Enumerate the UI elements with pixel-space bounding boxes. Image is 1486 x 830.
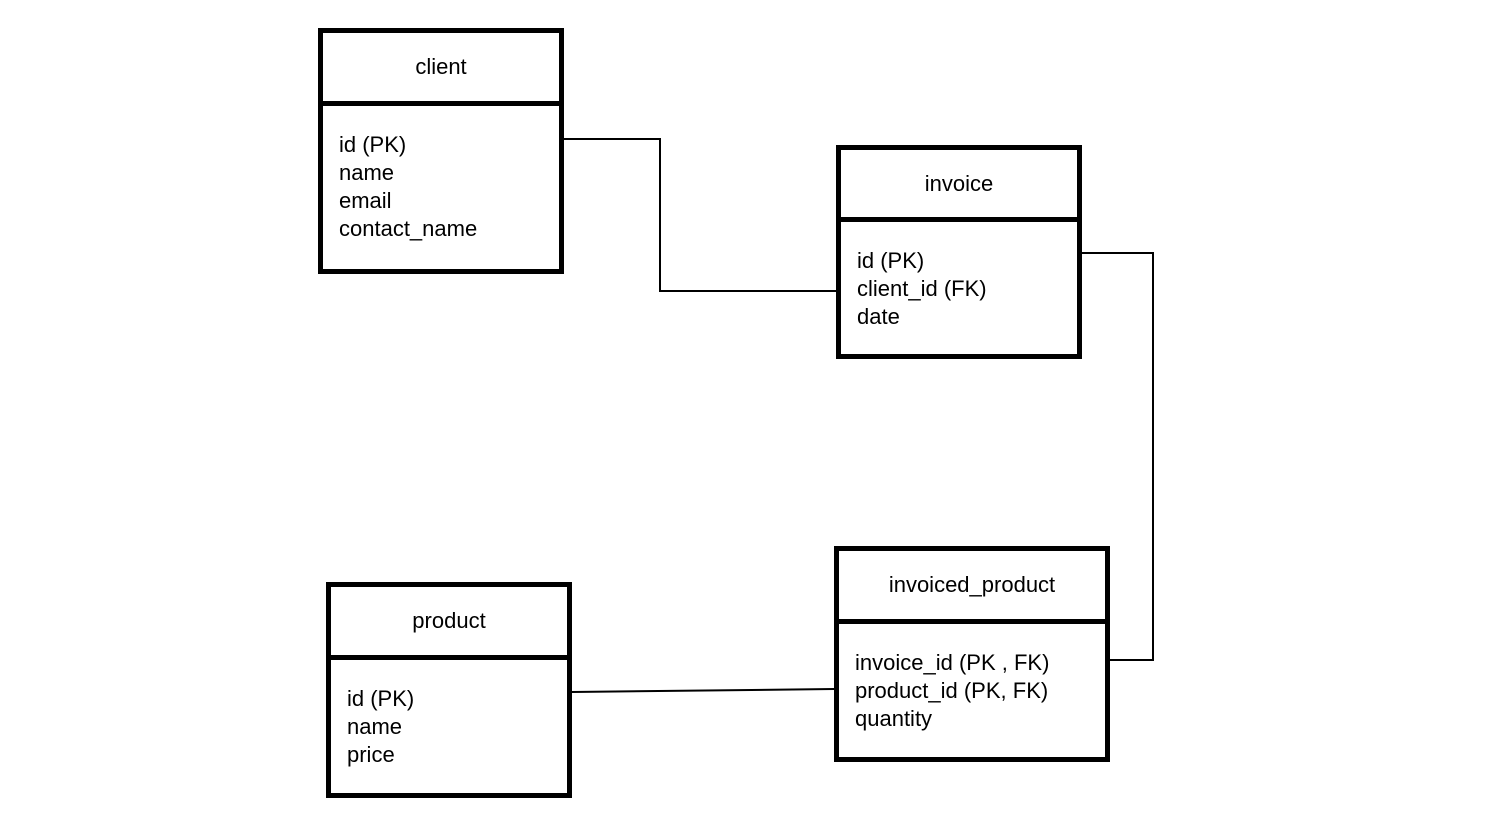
entity-client[interactable]: client id (PK) name email contact_name: [318, 28, 564, 274]
field-invoiced-product-quantity: quantity: [855, 706, 933, 731]
field-client-name: name: [339, 160, 395, 185]
entity-invoice-fields: id (PK) client_id (FK) date: [841, 222, 1077, 354]
field-product-name: name: [347, 714, 403, 739]
field-client-id: id (PK): [339, 132, 407, 157]
connector-client-invoice: [564, 138, 836, 292]
field-invoice-id: id (PK): [857, 248, 925, 273]
entity-client-title: client: [323, 33, 559, 106]
entity-client-fields: id (PK) name email contact_name: [323, 106, 559, 269]
field-client-contact-name: contact_name: [339, 216, 478, 241]
connector-product-invoiced-product: [571, 688, 835, 693]
field-invoice-client-id: client_id (FK): [857, 276, 987, 301]
entity-product[interactable]: product id (PK) name price: [326, 582, 572, 798]
entity-invoiced-product-fields: invoice_id (PK , FK) product_id (PK, FK)…: [839, 624, 1105, 757]
entity-invoiced-product[interactable]: invoiced_product invoice_id (PK , FK) pr…: [834, 546, 1110, 762]
entity-invoiced-product-title: invoiced_product: [839, 551, 1105, 624]
field-client-email: email: [339, 188, 392, 213]
field-invoiced-product-product-id: product_id (PK, FK): [855, 678, 1049, 703]
entity-invoice[interactable]: invoice id (PK) client_id (FK) date: [836, 145, 1082, 359]
entity-product-fields: id (PK) name price: [331, 660, 567, 793]
entity-product-title: product: [331, 587, 567, 660]
field-invoiced-product-invoice-id: invoice_id (PK , FK): [855, 650, 1050, 675]
field-product-id: id (PK): [347, 686, 415, 711]
entity-invoice-title: invoice: [841, 150, 1077, 222]
field-product-price: price: [347, 742, 395, 767]
connector-invoice-invoiced-product: [1082, 252, 1154, 661]
field-invoice-date: date: [857, 304, 900, 329]
